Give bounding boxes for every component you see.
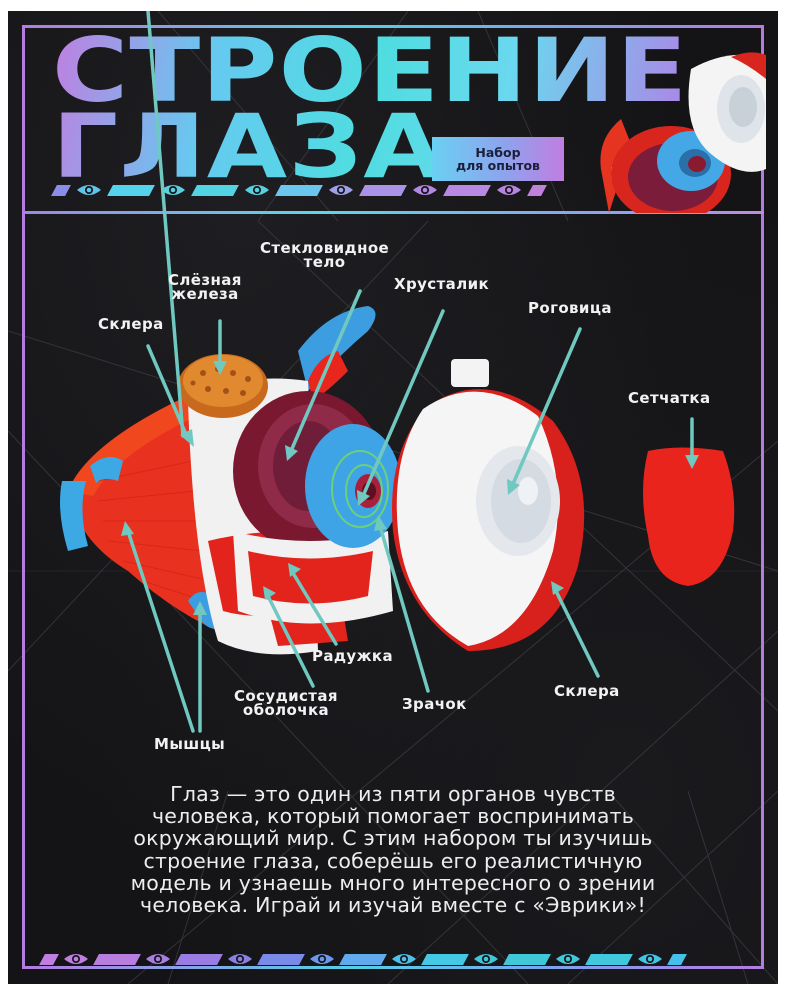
- strip-segment: [503, 953, 551, 965]
- header-divider: [22, 211, 764, 214]
- strip-segment: [667, 953, 687, 965]
- eye-icon: [413, 185, 437, 195]
- product-box: СТРОЕНИЕ ГЛАЗА Набор для опытов: [8, 11, 778, 984]
- strip-segment: [51, 184, 71, 196]
- eye-icon: [146, 954, 170, 964]
- strip-segment: [191, 184, 239, 196]
- label-cornea: Роговица: [528, 299, 612, 317]
- strip-segment: [257, 953, 305, 965]
- eye-icon: [64, 954, 88, 964]
- label-choroid: Сосудистая оболочка: [234, 687, 338, 719]
- label-sclera-left: Склера: [98, 315, 164, 333]
- label-lacrimal-gland: Слёзная железа: [168, 271, 242, 303]
- strip-segment: [175, 953, 223, 965]
- kit-badge: Набор для опытов: [432, 137, 564, 181]
- bottom-eye-strip: [39, 951, 687, 967]
- label-retina: Сетчатка: [628, 389, 711, 407]
- eye-icon: [77, 185, 101, 195]
- label-muscles: Мышцы: [154, 735, 226, 753]
- eye-icon: [228, 954, 252, 964]
- strip-segment: [359, 184, 407, 196]
- strip-segment: [585, 953, 633, 965]
- eye-icon: [497, 185, 521, 195]
- label-pupil: Зрачок: [402, 695, 467, 713]
- strip-segment: [275, 184, 323, 196]
- label-sclera-right: Склера: [554, 682, 620, 700]
- badge-line-2: для опытов: [456, 158, 540, 173]
- strip-segment: [421, 953, 469, 965]
- badge-line-1: Набор: [475, 145, 521, 160]
- eye-icon: [556, 954, 580, 964]
- eye-icon: [638, 954, 662, 964]
- eye-icon: [310, 954, 334, 964]
- eye-icon: [474, 954, 498, 964]
- top-eye-strip: [51, 182, 547, 198]
- eye-icon: [329, 185, 353, 195]
- hero-eye-model-image: [600, 52, 766, 213]
- strip-segment: [339, 953, 387, 965]
- product-description: Глаз — это один из пяти органов чувств ч…: [130, 782, 656, 918]
- label-vitreous-body: Стекловидное тело: [260, 239, 390, 271]
- eye-icon: [392, 954, 416, 964]
- label-iris: Радужка: [312, 647, 394, 665]
- strip-segment: [527, 184, 547, 196]
- strip-segment: [93, 953, 141, 965]
- label-lens: Хрусталик: [394, 275, 490, 293]
- eye-icon: [161, 185, 185, 195]
- strip-segment: [39, 953, 59, 965]
- eye-icon: [245, 185, 269, 195]
- strip-segment: [443, 184, 491, 196]
- strip-segment: [107, 184, 155, 196]
